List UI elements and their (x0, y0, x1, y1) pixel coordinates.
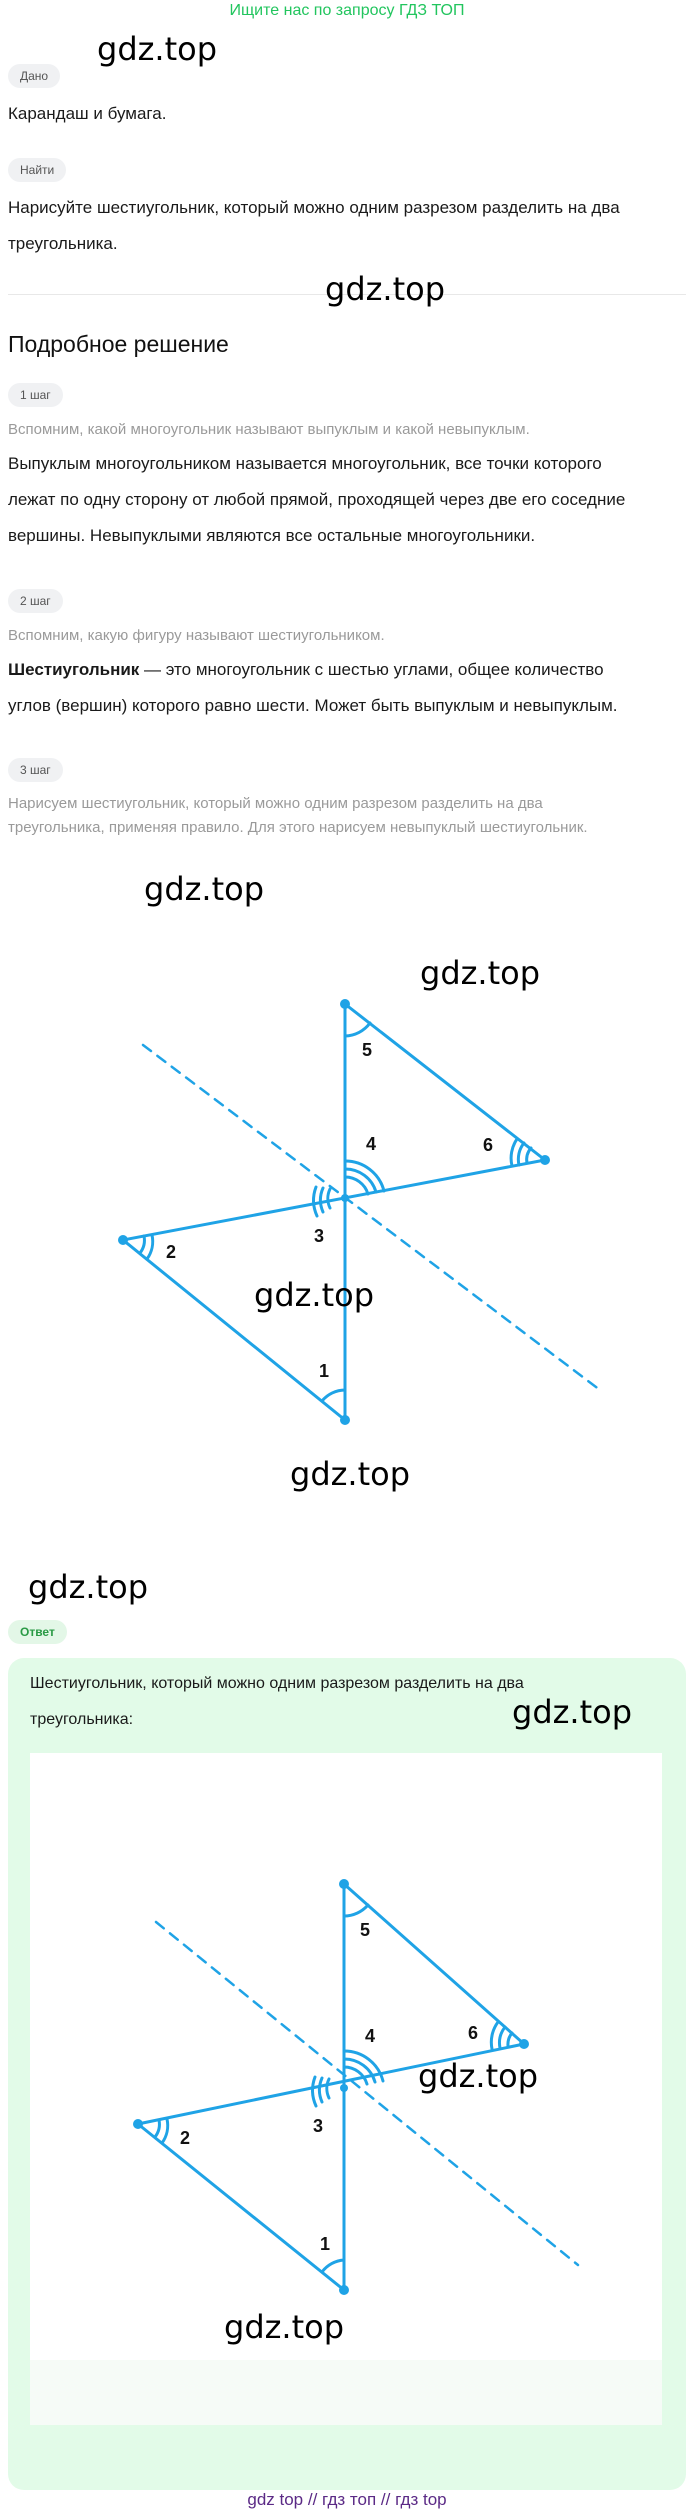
angle-1-arc (320, 2258, 346, 2274)
angle-3-arc (325, 2077, 331, 2100)
step3-chip: 3 шаг (8, 758, 63, 782)
footer-link[interactable]: гдз top (395, 2490, 447, 2509)
vertex-point (519, 2039, 529, 2049)
watermark: gdz.top (224, 2308, 345, 2346)
step1-chip: 1 шаг (8, 383, 63, 407)
angle-6-arc (489, 2020, 500, 2051)
watermark: gdz.top (325, 270, 446, 308)
cut-line (141, 1043, 602, 1392)
angle-label-3: 3 (314, 1226, 324, 1246)
find-chip: Найти (8, 158, 67, 182)
watermark: gdz.top (420, 954, 541, 992)
search-banner[interactable]: Ищите нас по запросу ГДЗ ТОП (229, 2, 465, 19)
vertex-point (118, 1235, 128, 1245)
step2-text-line1: Шестиугольник — это многоугольник с шест… (8, 652, 680, 688)
vertex-point (341, 1194, 349, 1202)
angle-5-arc (343, 1021, 372, 1038)
vertex-point (340, 1415, 350, 1425)
angle-label-5: 5 (362, 1040, 372, 1060)
watermark: gdz.top (512, 1693, 633, 1731)
step2-text-line2: углов (вершин) которого равно шести. Мож… (8, 696, 618, 715)
answer-figure-footer (30, 2360, 662, 2425)
divider (8, 294, 686, 295)
angle-label-6: 6 (468, 2023, 478, 2043)
given-text: Карандаш и бумага. (8, 104, 167, 123)
given-chip: Дано (8, 64, 61, 88)
angle-4-arc (343, 1175, 370, 1196)
step1-text-line3: вершины. Невыпуклыми являются все осталь… (8, 526, 536, 545)
step2-definition: — это многоугольник с шестью углами, общ… (139, 660, 604, 679)
vertex-point (540, 1155, 550, 1165)
angle-4-arc (342, 2065, 369, 2086)
angle-6-arc (509, 1137, 519, 1168)
vertex-point (340, 999, 350, 1009)
angle-5-arc (342, 1903, 370, 1918)
angle-label-2: 2 (180, 2128, 190, 2148)
footer-separator: // (307, 2490, 318, 2509)
answer-chip: Ответ (8, 1620, 67, 1644)
footer-links: gdz top // гдз топ // гдз top (0, 2488, 694, 2512)
angle-label-4: 4 (366, 1134, 376, 1154)
watermark: gdz.top (144, 870, 265, 908)
vertex-point (339, 2285, 349, 2295)
cut-line (154, 1920, 580, 2267)
hexagon-figure: 5 6 4 3 2 1 (118, 999, 602, 1425)
angle-label-3: 3 (313, 2116, 323, 2136)
answer-text-line1: Шестиугольник, который можно одним разре… (30, 1675, 524, 1692)
answer-text-line2: треугольника: (30, 1711, 134, 1728)
footer-link[interactable]: gdz top (247, 2490, 304, 2509)
hexagon-outline (119, 1002, 549, 1424)
solution-title: Подробное решение (8, 331, 229, 357)
vertex-point (340, 2084, 348, 2092)
angle-1-arc (320, 1388, 347, 1403)
footer-link[interactable]: гдз топ (322, 2490, 377, 2509)
angle-label-1: 1 (320, 2234, 330, 2254)
footer-separator: // (380, 2490, 391, 2509)
angle-label-6: 6 (483, 1135, 493, 1155)
step1-text-line1: Выпуклым многоугольником называется мног… (8, 454, 602, 473)
step1-hint: Вспомним, какой многоугольник называют в… (8, 421, 530, 438)
find-text-line1: Нарисуйте шестиугольник, который можно о… (8, 198, 620, 217)
watermark: gdz.top (97, 30, 218, 68)
find-text-line2: треугольника. (8, 234, 118, 253)
watermark: gdz.top (418, 2057, 539, 2095)
angle-label-4: 4 (365, 2026, 375, 2046)
watermark: gdz.top (290, 1455, 411, 1493)
step2-hint: Вспомним, какую фигуру называют шестиуго… (8, 627, 385, 644)
watermark: gdz.top (254, 1276, 375, 1314)
step2-chip: 2 шаг (8, 589, 63, 613)
angle-label-5: 5 (360, 1920, 370, 1940)
vertex-point (133, 2119, 143, 2129)
angle-3-arc (326, 1187, 332, 1210)
step3-hint-line2: треугольника, применяя правило. Для этог… (8, 819, 588, 836)
angle-2-arc (145, 1233, 155, 1261)
angle-2-arc (160, 2117, 170, 2145)
watermark: gdz.top (28, 1568, 149, 1606)
step2-term: Шестиугольник (8, 660, 140, 679)
angle-label-2: 2 (166, 1242, 176, 1262)
vertex-point (339, 1879, 349, 1889)
answer-hexagon-figure: 5 6 4 3 2 1 (133, 1879, 580, 2295)
angle-label-1: 1 (319, 1361, 329, 1381)
step3-hint-line1: Нарисуем шестиугольник, который можно од… (8, 795, 543, 812)
step1-text-line2: лежат по одну сторону от любой прямой, п… (8, 490, 626, 509)
